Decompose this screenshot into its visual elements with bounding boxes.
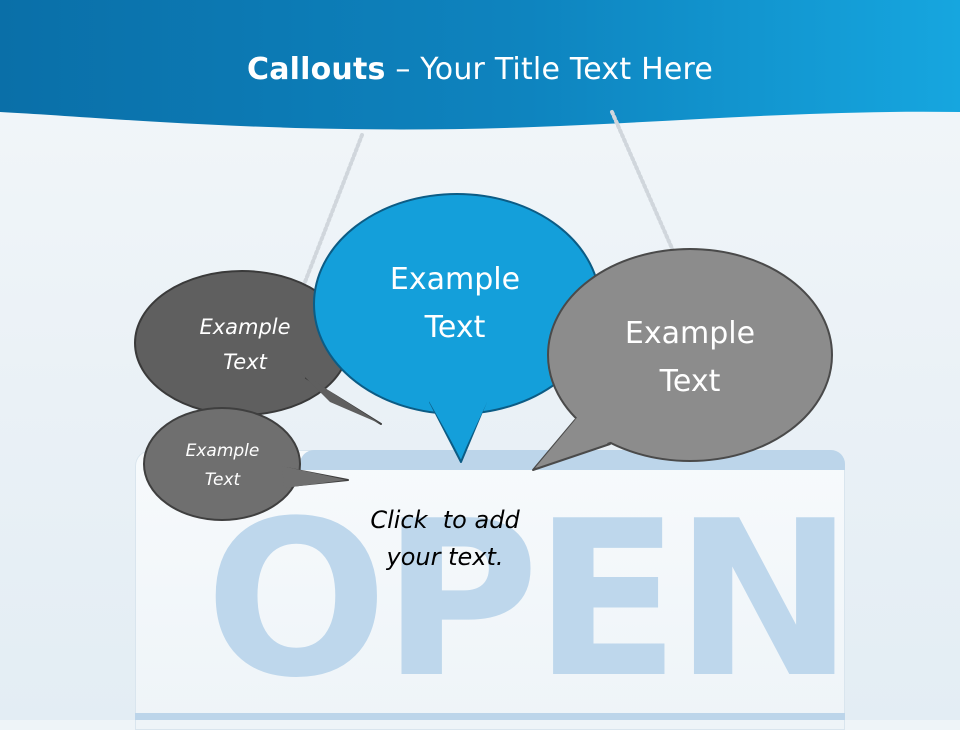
callout-2-line-2: Text [204,470,241,490]
callout-3-text[interactable]: Example Text [340,256,570,352]
title-bold: Callouts [246,52,386,87]
callout-1-line-1: Example [199,315,291,339]
callout-4-text[interactable]: Example Text [590,310,790,406]
callout-2-line-1: Example [185,441,260,461]
callout-4-line-1: Example [624,316,756,351]
callout-3-shape[interactable] [313,193,601,463]
callout-3-line-1: Example [389,262,521,297]
callout-1-line-2: Text [223,350,267,374]
open-sign-word: OPEN [205,474,854,725]
callout-4-shape[interactable] [532,248,833,471]
header-band [0,0,960,130]
callout-2-shape[interactable] [143,407,349,521]
placeholder-line-2: your text. [386,543,504,571]
callout-4-line-2: Text [659,364,721,399]
sign-bottom-bar [135,713,845,720]
callout-1-text[interactable]: Example Text [170,310,320,380]
title-rest: – Your Title Text Here [385,52,714,87]
callout-3-line-2: Text [424,310,486,345]
text-placeholder[interactable]: Click to add your text. [330,502,560,576]
slide-title[interactable]: Callouts – Your Title Text Here [0,52,960,87]
callout-2-text[interactable]: Example Text [160,437,285,495]
placeholder-line-1: Click to add [370,506,520,534]
